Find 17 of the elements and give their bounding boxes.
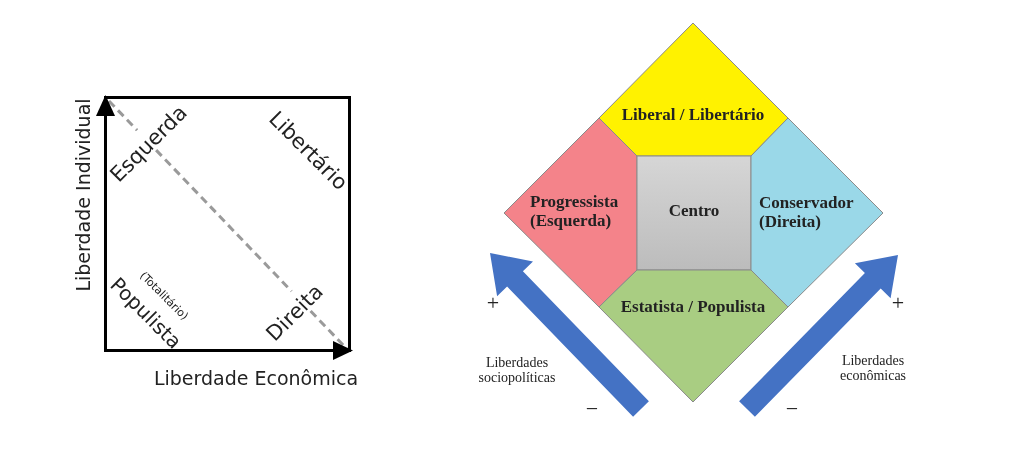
chart-region (599, 23, 788, 156)
region-label: Estatista / Populista (620, 297, 766, 317)
plus-sign: + (486, 290, 500, 316)
region-label: Liberal / Libertário (621, 105, 765, 125)
region-label: Centro (668, 201, 720, 221)
minus-sign: − (585, 396, 599, 422)
chart-region (599, 270, 788, 402)
minus-sign: − (785, 396, 799, 422)
axis-caption: Liberdades econômicas (839, 352, 907, 384)
axis-label: Liberdade Individual (72, 98, 94, 292)
axis-label: Liberdade Econômica (153, 367, 359, 389)
chart-frame (104, 96, 351, 352)
axis-caption: Liberdades sociopolíticas (478, 354, 556, 386)
plus-sign: + (891, 290, 905, 316)
centre-square (637, 156, 751, 270)
region-label: Progressista (Esquerda) (530, 193, 619, 231)
region-label: Conservador (Direita) (759, 194, 854, 232)
